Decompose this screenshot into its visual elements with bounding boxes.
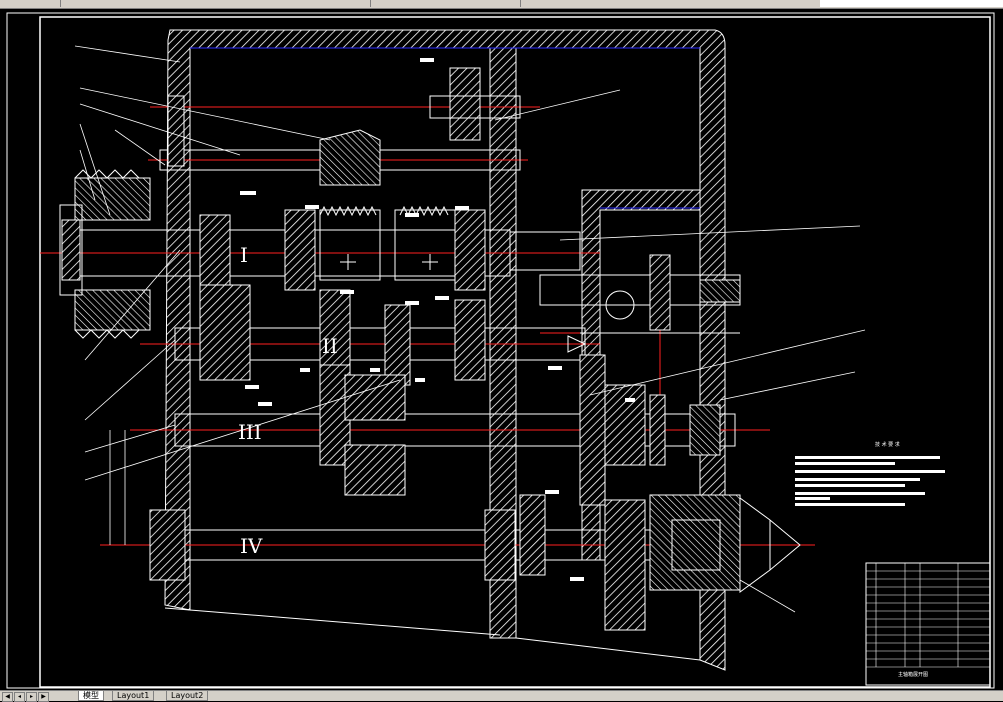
toolbar-segment[interactable] bbox=[300, 0, 371, 7]
shaft-label-3: III bbox=[238, 420, 262, 444]
spindle-4 bbox=[149, 494, 801, 631]
toolbar-segment[interactable] bbox=[370, 0, 521, 7]
last-tab-icon[interactable]: ▶ bbox=[38, 692, 49, 702]
title-block-title: 主轴箱展开图 bbox=[898, 671, 928, 678]
top-shafts bbox=[159, 67, 521, 186]
shaft-label-4: IV bbox=[240, 534, 263, 558]
prev-tab-icon[interactable]: ◂ bbox=[14, 692, 25, 702]
drawing-border bbox=[6, 12, 995, 689]
layer-dropdown[interactable] bbox=[820, 0, 1003, 7]
next-tab-icon[interactable]: ▸ bbox=[26, 692, 37, 702]
title-block: 主轴箱展开图 bbox=[865, 562, 991, 686]
inner-border bbox=[39, 16, 991, 688]
toolbar-strip bbox=[0, 0, 1003, 9]
centerlines bbox=[40, 106, 815, 546]
toolbar-segment[interactable] bbox=[520, 0, 821, 7]
shaft-label-2: II bbox=[322, 334, 338, 358]
notes-header: 技 术 要 求 bbox=[875, 441, 900, 448]
layout-tab-bar: ◀ ◂ ▸ ▶ 模型 Layout1 Layout2 bbox=[0, 690, 1003, 702]
part-number-balloons bbox=[240, 58, 635, 581]
first-tab-icon[interactable]: ◀ bbox=[2, 692, 13, 702]
technical-notes: 技 术 要 求 bbox=[795, 441, 945, 506]
shaft-1 bbox=[79, 205, 581, 292]
cad-drawing-canvas[interactable]: I II III IV 技 术 要 求 bbox=[0, 9, 1003, 690]
shaft-label-1: I bbox=[240, 243, 248, 267]
leader-lines bbox=[74, 45, 866, 613]
side-mechanism bbox=[539, 254, 741, 334]
toolbar-segment[interactable] bbox=[0, 0, 61, 7]
belt-pulley bbox=[59, 169, 151, 339]
shaft-3 bbox=[174, 354, 736, 506]
